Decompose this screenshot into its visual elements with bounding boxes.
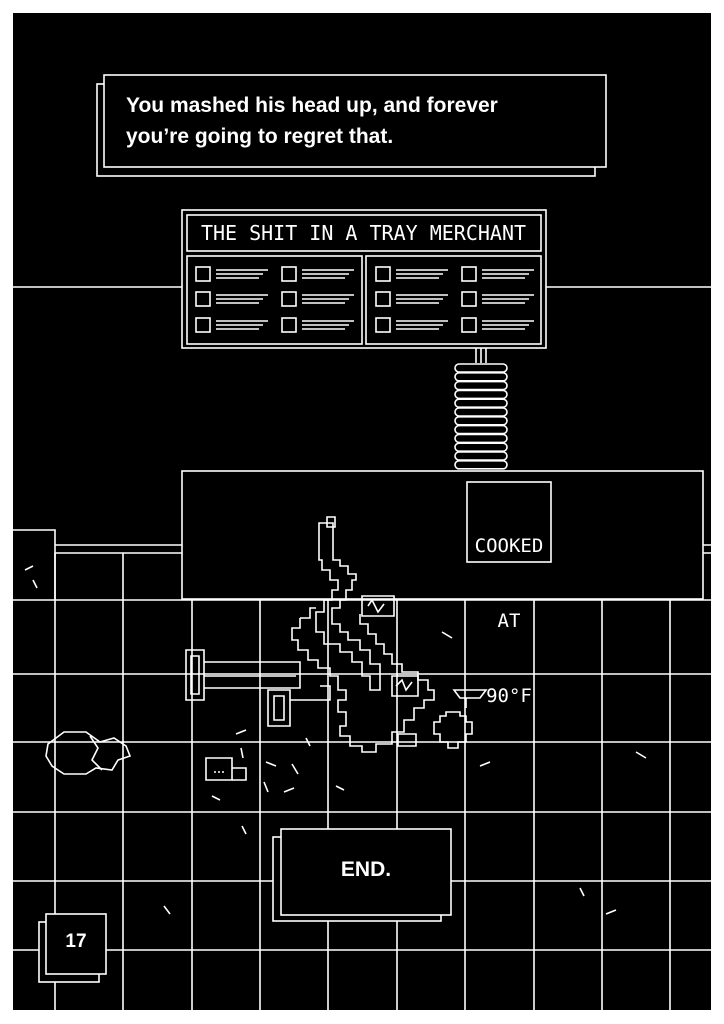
narration-box <box>96 74 607 177</box>
mangled-mess <box>45 516 488 781</box>
cooked-line-3: 90°F <box>486 685 532 707</box>
sign-spring-coil <box>454 363 508 470</box>
menu-item <box>461 291 534 307</box>
end-box <box>272 828 452 922</box>
coil-ring <box>454 363 508 373</box>
page-number: 17 <box>65 931 87 952</box>
narration-line-2: you’re going to regret that. <box>126 125 394 148</box>
menu-item <box>375 291 448 307</box>
narration-line-1: You mashed his head up, and forever <box>126 94 498 117</box>
debris-flecks <box>24 565 647 915</box>
end-label: END. <box>340 858 392 881</box>
coil-ring <box>454 451 508 461</box>
coil-ring <box>454 407 508 417</box>
menu-sign-title: THE SHIT IN A TRAY MERCHANT <box>200 221 527 245</box>
menu-item <box>195 317 268 333</box>
menu-item <box>281 317 354 333</box>
cooked-temperature-sign: COOKED AT 90°F <box>469 484 549 759</box>
counter <box>181 470 704 600</box>
menu-item <box>281 291 354 307</box>
page-number-box <box>38 913 107 983</box>
coil-ring <box>454 442 508 453</box>
narration-text: You mashed his head up, and forever you’… <box>126 90 596 152</box>
menu-item <box>195 291 268 307</box>
menu-item <box>375 317 448 333</box>
coil-ring <box>454 459 508 470</box>
menu-item <box>281 266 354 282</box>
coil-ring <box>454 371 508 382</box>
scene-art <box>13 74 711 1010</box>
menu-sign <box>181 209 547 470</box>
coil-ring <box>454 424 508 435</box>
coil-ring <box>454 380 508 391</box>
wall-lines <box>13 286 711 554</box>
cooked-line-1: COOKED <box>474 535 544 557</box>
coil-ring <box>454 415 508 426</box>
menu-item <box>461 266 534 282</box>
menu-item <box>461 317 534 333</box>
coil-ring <box>454 398 508 409</box>
coil-ring <box>454 389 508 400</box>
cooked-line-2: AT <box>497 610 521 632</box>
menu-item <box>195 266 268 282</box>
menu-items <box>195 266 534 333</box>
comic-panel: You mashed his head up, and forever you’… <box>13 13 711 1010</box>
menu-item <box>375 266 448 282</box>
coil-ring <box>454 433 508 444</box>
